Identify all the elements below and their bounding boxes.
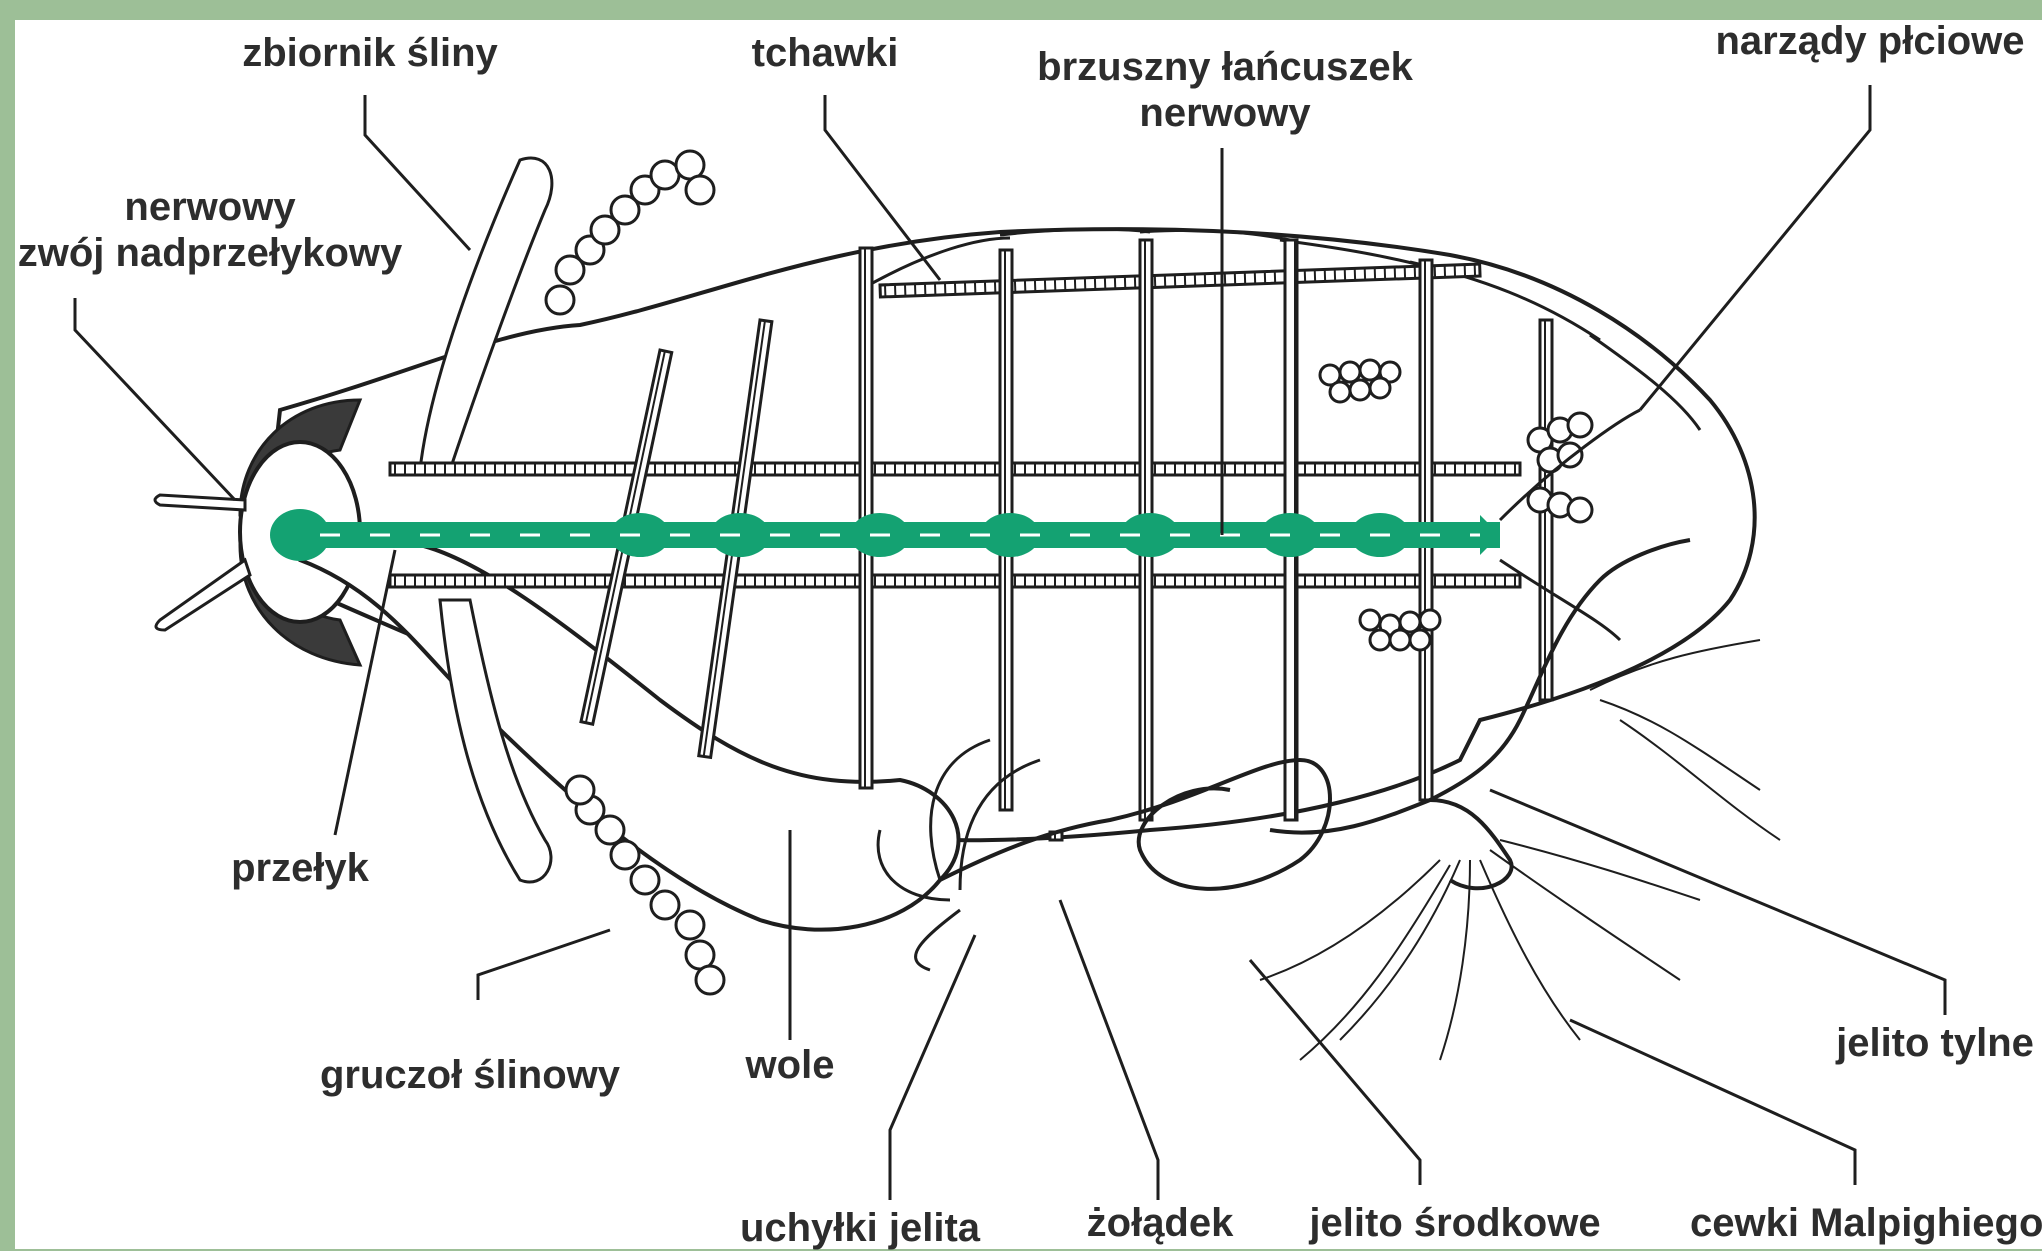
label-trachea: tchawki [710,30,940,76]
leader-malpighian [1570,1020,1855,1185]
label-malpighian: cewki Malpighiego [1690,1200,2040,1246]
label-hindgut: jelito tylne [1830,1020,2040,1066]
leader-salivary-gland [478,930,610,1000]
leader-hindgut [1490,790,1945,1015]
label-sex-organs: narządy płciowe [1700,18,2040,64]
salivary-gland-upper [546,151,714,314]
leader-ganglion [75,298,235,500]
label-saliva-reservoir: zbiornik śliny [230,30,510,76]
label-crop: wole [730,1042,850,1088]
label-ventral-nerve-cord: brzuszny łańcuszek nerwowy [1010,44,1440,136]
leader-sex-organs [1640,85,1870,410]
leader-gizzard [1060,900,1158,1200]
label-salivary-gland: gruczoł ślinowy [290,1052,650,1098]
leader-midgut [1250,960,1420,1185]
label-ganglion: nerwowy zwój nadprzełykowy [10,184,410,276]
label-gizzard: żołądek [1060,1200,1260,1246]
antennae [155,495,250,630]
label-gastric-caeca: uchyłki jelita [710,1205,1010,1251]
label-midgut: jelito środkowe [1290,1200,1620,1246]
label-esophagus: przełyk [200,845,400,891]
leader-gastric-caeca [890,935,975,1200]
